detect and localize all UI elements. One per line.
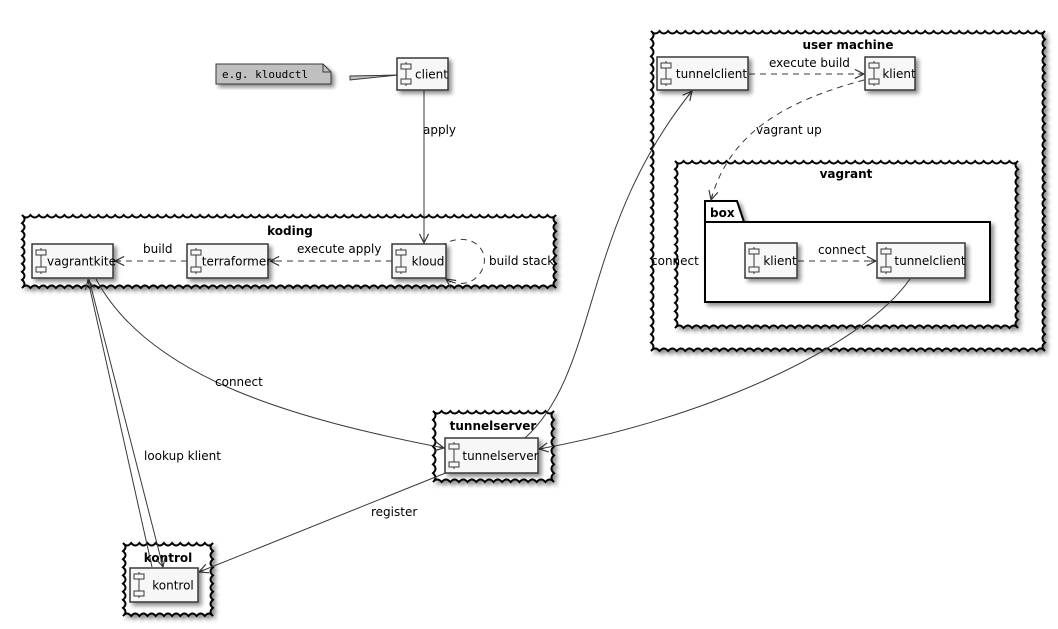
- component-kontrol[interactable]: kontrol: [129, 567, 199, 603]
- label-tunnelclient-connect: connect: [651, 254, 699, 268]
- label-box-connect: connect: [818, 243, 866, 257]
- component-label: tunnelclient: [894, 254, 965, 268]
- label-vagrant-up: vagrant up: [756, 123, 822, 137]
- label-apply: apply: [423, 123, 456, 137]
- component-icon: [748, 247, 760, 274]
- component-label: client: [415, 68, 448, 82]
- tunnelserver-node-title: tunnelserver: [450, 419, 537, 433]
- component-label: kontrol: [152, 579, 194, 593]
- component-icon: [660, 61, 672, 86]
- component-tunnelserver[interactable]: tunnelserver: [444, 437, 539, 474]
- component-icon: [868, 61, 880, 86]
- component-client[interactable]: client: [396, 57, 449, 91]
- component-icon: [395, 248, 407, 274]
- component-icon: [190, 248, 202, 274]
- edge-vagrant-up: [711, 79, 865, 200]
- component-label: klient: [882, 67, 916, 81]
- note-connector: [349, 74, 399, 81]
- edge-box-tunnel-to-server: [539, 278, 911, 449]
- component-icon: [133, 572, 145, 598]
- label-build-stack: build stack: [489, 254, 554, 268]
- user-machine-title: user machine: [803, 38, 894, 52]
- component-label: terraformer: [202, 255, 271, 269]
- edge-lookup-klient: [88, 280, 153, 568]
- label-execute-build: execute build: [769, 56, 850, 70]
- note: [215, 63, 332, 85]
- label-build: build: [143, 242, 173, 256]
- component-label: vagrantkite: [47, 255, 116, 269]
- component-label: klient: [763, 254, 797, 268]
- component-label: tunnelclient: [676, 67, 747, 81]
- component-label: kloud: [412, 255, 445, 269]
- component-icon: [880, 247, 892, 274]
- label-lookup-klient: lookup klient: [144, 449, 221, 463]
- edge-register: [199, 471, 449, 572]
- label-execute-apply: execute apply: [297, 242, 381, 256]
- component-icon: [448, 442, 460, 469]
- component-kloud[interactable]: kloud: [391, 243, 447, 279]
- edge-build-stack: [439, 238, 485, 283]
- edge-tunnelclient-connect: [524, 91, 692, 439]
- component-box-tunnelclient[interactable]: tunnelclient: [876, 242, 966, 279]
- label-vagrantkite-connect: connect: [215, 375, 263, 389]
- component-terraformer[interactable]: terraformer: [186, 243, 271, 279]
- label-register: register: [371, 505, 417, 519]
- component-icon: [400, 62, 412, 86]
- component-label: tunnelserver: [462, 449, 538, 463]
- edge-lookup-klient-return: [88, 278, 163, 567]
- component-box-klient[interactable]: klient: [744, 242, 798, 279]
- vagrant-title: vagrant: [820, 167, 873, 181]
- component-um-tunnelclient[interactable]: tunnelclient: [656, 56, 749, 91]
- note-text: e.g. kloudctl: [222, 68, 308, 81]
- koding-title: koding: [267, 224, 313, 238]
- component-vagrantkite[interactable]: vagrantkite: [31, 243, 116, 279]
- edge-vagrantkite-connect: [95, 278, 444, 448]
- component-um-klient[interactable]: klient: [864, 56, 916, 91]
- component-icon: [35, 248, 47, 274]
- box-title: box: [710, 206, 735, 220]
